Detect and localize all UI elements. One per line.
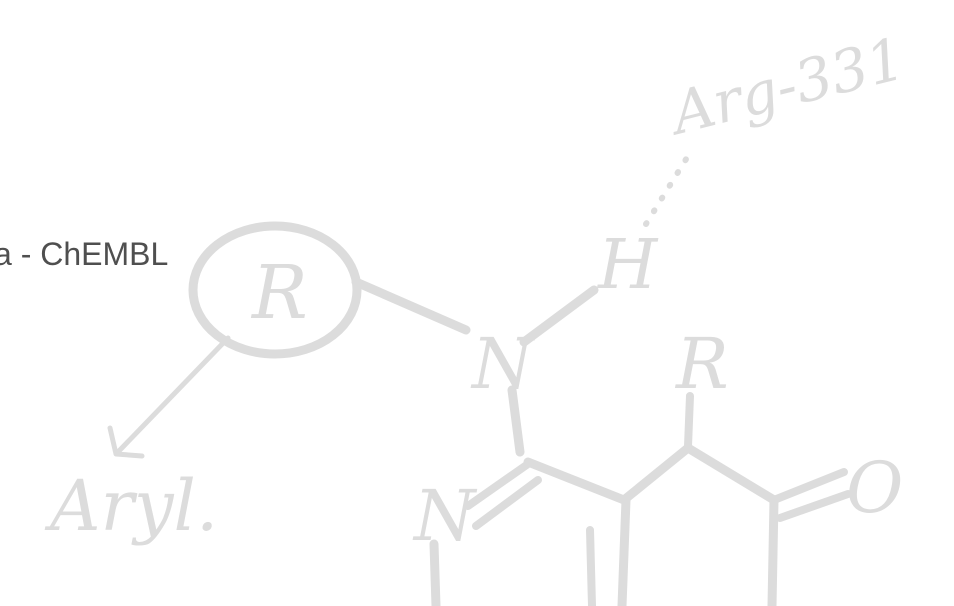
carbonyl-bond-2 (776, 490, 852, 522)
hydrogen-bond-dots (643, 153, 691, 227)
bond-n-down (507, 385, 525, 457)
bond-ring-right (767, 495, 779, 606)
aryl-arrowhead (107, 425, 145, 459)
bond-side-r (684, 392, 694, 450)
ring-n-label: N (412, 475, 478, 557)
residue-label: Arg-331 (660, 24, 911, 149)
bond-ring-left (429, 539, 441, 606)
r-group-label: R (250, 250, 308, 336)
r-group-circle (188, 221, 362, 359)
amine-n-label: N (470, 323, 536, 405)
bond-ring-b (619, 443, 693, 505)
double-bond-1 (464, 460, 532, 510)
carbonyl-bond-1 (770, 468, 848, 504)
aryl-label: Aryl. (44, 465, 218, 547)
oxygen-label: O (846, 447, 903, 529)
aryl-arrow (115, 335, 231, 455)
bond-ring-mid-double (586, 526, 596, 606)
bond-ring-a (523, 457, 629, 505)
page-title: a - ChEMBL (0, 236, 169, 272)
bond-r-n (351, 277, 471, 335)
bond-n-h (519, 285, 599, 347)
r-side-label: R (674, 323, 729, 405)
bond-ring-c (683, 443, 779, 505)
hydrogen-label: H (596, 226, 659, 305)
double-bond-2 (472, 476, 542, 530)
bond-ring-mid (617, 495, 631, 606)
